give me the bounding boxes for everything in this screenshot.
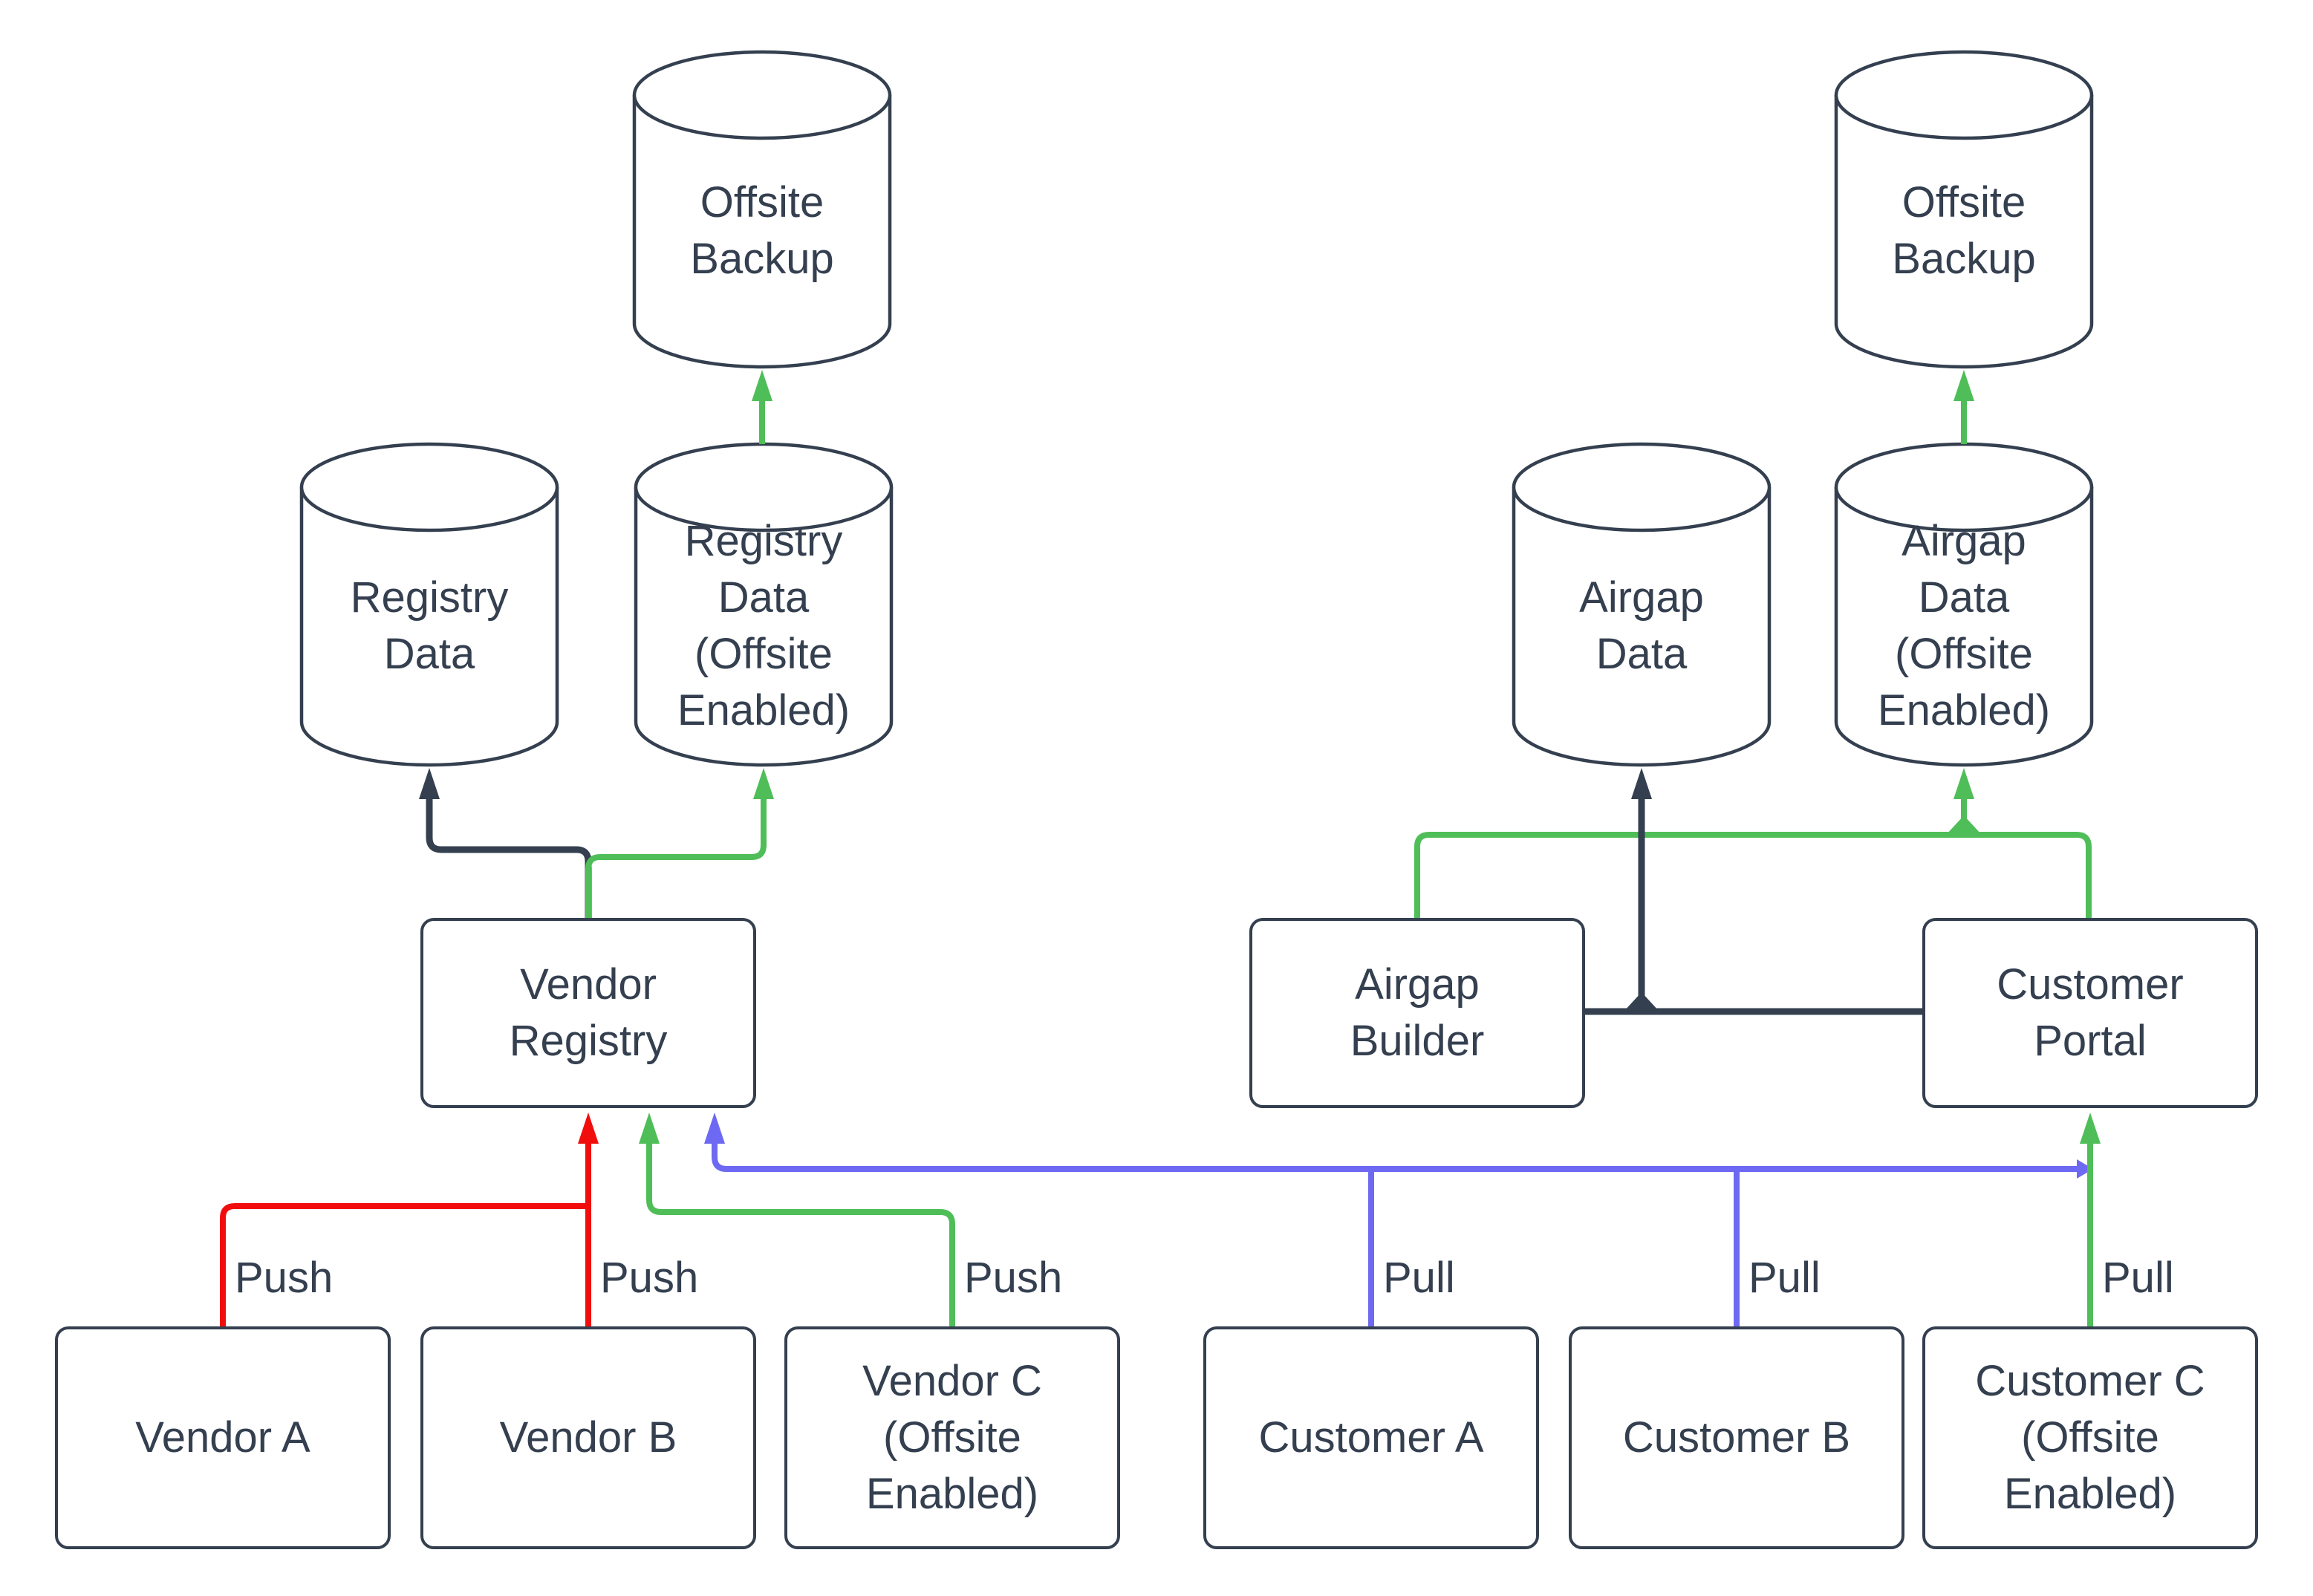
edge-vendor-a-push [220, 1203, 588, 1326]
cylinder-label-registry-data-offsite: Registry Data (Offsite Enabled) [677, 517, 850, 735]
arrowhead-customer-portal [2080, 1113, 2101, 1144]
node-customer-b: Customer B [1569, 1326, 1904, 1549]
edge-label-push-vendor-a: Push [235, 1254, 334, 1302]
arrowhead-airgap-data-offsite [1953, 768, 1974, 799]
edge-label-pull-customer-b: Pull [1748, 1254, 1821, 1302]
cylinder-label-airgap-data: Airgap Data [1579, 573, 1704, 678]
cylinder-label-offsite-backup-right: Offsite Backup [1892, 178, 2036, 283]
arrowhead-pull-registry [704, 1113, 725, 1144]
edge-label-pull-customer-a: Pull [1383, 1254, 1455, 1302]
arrowhead-vendor-push [578, 1113, 599, 1144]
blue-line-end-tip [2077, 1159, 2093, 1179]
edge-label-push-vendor-b: Push [600, 1254, 699, 1302]
node-vendor-a: Vendor A [55, 1326, 391, 1549]
cylinder-label-airgap-data-offsite: Airgap Data (Offsite Enabled) [1877, 517, 2051, 735]
node-vendor-c: Vendor C (Offsite Enabled) [784, 1326, 1120, 1549]
arrowhead-registry-data [419, 768, 440, 799]
arrowhead-vendor-c-push [639, 1113, 660, 1144]
edge-registry-to-registry-data [426, 798, 592, 918]
edge-merge-peak-dark [1624, 992, 1659, 1012]
edge-label-pull-customer-c: Pull [2102, 1254, 2174, 1302]
node-customer-c: Customer C (Offsite Enabled) [1922, 1326, 2258, 1549]
edge-vendor-c-push [646, 1142, 955, 1326]
edge-merge-peak-green [1946, 815, 1982, 835]
edge-builder-portal-offsite [1414, 832, 2092, 918]
node-customer-a: Customer A [1203, 1326, 1539, 1549]
cylinder-registry-data [299, 442, 559, 767]
edge-pull-trunk [712, 1142, 2080, 1172]
node-customer-portal: Customer Portal [1922, 918, 2258, 1108]
edge-registry-to-registry-data-offsite [585, 798, 767, 918]
cylinder-offsite-backup-left [632, 50, 892, 369]
arrowhead-registry-data-offsite [753, 768, 774, 799]
arrowhead-offsite-backup-left [752, 370, 772, 401]
cylinder-label-registry-data: Registry Data [350, 573, 509, 678]
arrowhead-offsite-backup-right [1953, 370, 1974, 401]
node-airgap-builder: Airgap Builder [1249, 918, 1585, 1108]
cylinder-offsite-backup-right [1834, 50, 2094, 369]
cylinder-airgap-data-offsite [1834, 442, 2094, 767]
edge-label-push-vendor-c: Push [964, 1254, 1063, 1302]
node-vendor-b: Vendor B [420, 1326, 756, 1549]
arrowhead-airgap-data [1631, 768, 1652, 799]
cylinder-airgap-data [1512, 442, 1772, 767]
cylinder-label-offsite-backup-left: Offsite Backup [690, 178, 834, 283]
cylinder-registry-data-offsite [634, 442, 894, 767]
node-vendor-registry: Vendor Registry [420, 918, 756, 1108]
